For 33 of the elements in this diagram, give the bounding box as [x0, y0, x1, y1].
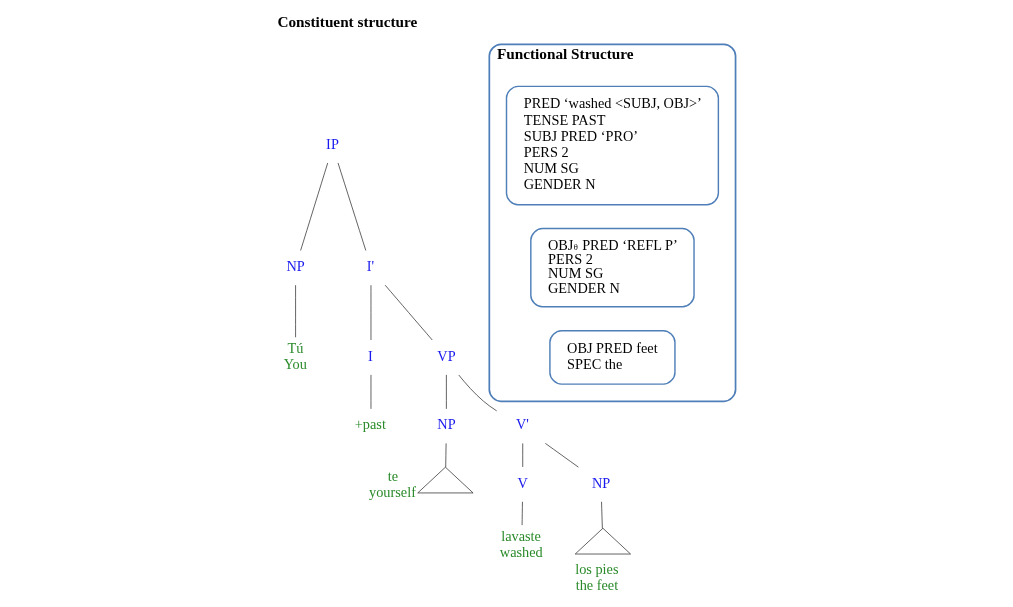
connector [521, 501, 523, 526]
node-triangle [417, 466, 474, 494]
connector [458, 374, 498, 412]
node-text: V [517, 474, 528, 491]
node-text: +past [354, 416, 386, 433]
connector [300, 162, 329, 251]
node-text: I' [366, 258, 375, 275]
connector [445, 443, 447, 468]
node-text: NP [437, 416, 456, 433]
connector [337, 162, 367, 251]
node-text: VP [437, 347, 456, 364]
node-text: I [368, 347, 373, 364]
connector [545, 443, 579, 468]
node-label: los pies [575, 561, 619, 578]
node-box: PRED ‘washed <SUBJ, OBJ>’ TENSE PAST SUBJ PRED ‘PRO’ PERS 2 NUM SG GENDER N [505, 85, 720, 206]
node-text: NP [591, 474, 611, 491]
node-text: lavaste washed [499, 527, 543, 560]
node-triangle [574, 527, 631, 555]
node-box: OBJθ PRED ‘REFL P’ PERS 2 NUM SG GENDER N [530, 227, 695, 308]
node-label: te [387, 467, 399, 484]
node-text: IP [326, 135, 339, 152]
connector [601, 501, 603, 529]
node-text: V' [516, 416, 529, 433]
node-box: OBJ PRED feet SPEC the [549, 330, 676, 385]
node-label: yourself [369, 483, 416, 500]
connector [384, 284, 433, 341]
connector [295, 284, 296, 338]
node-label: the feet [575, 577, 619, 594]
connector [522, 443, 524, 468]
connector [446, 374, 447, 410]
node-text: Tú You [283, 339, 307, 372]
node-text: NP [286, 258, 305, 275]
diagram-title: Constituent structure [277, 13, 418, 31]
